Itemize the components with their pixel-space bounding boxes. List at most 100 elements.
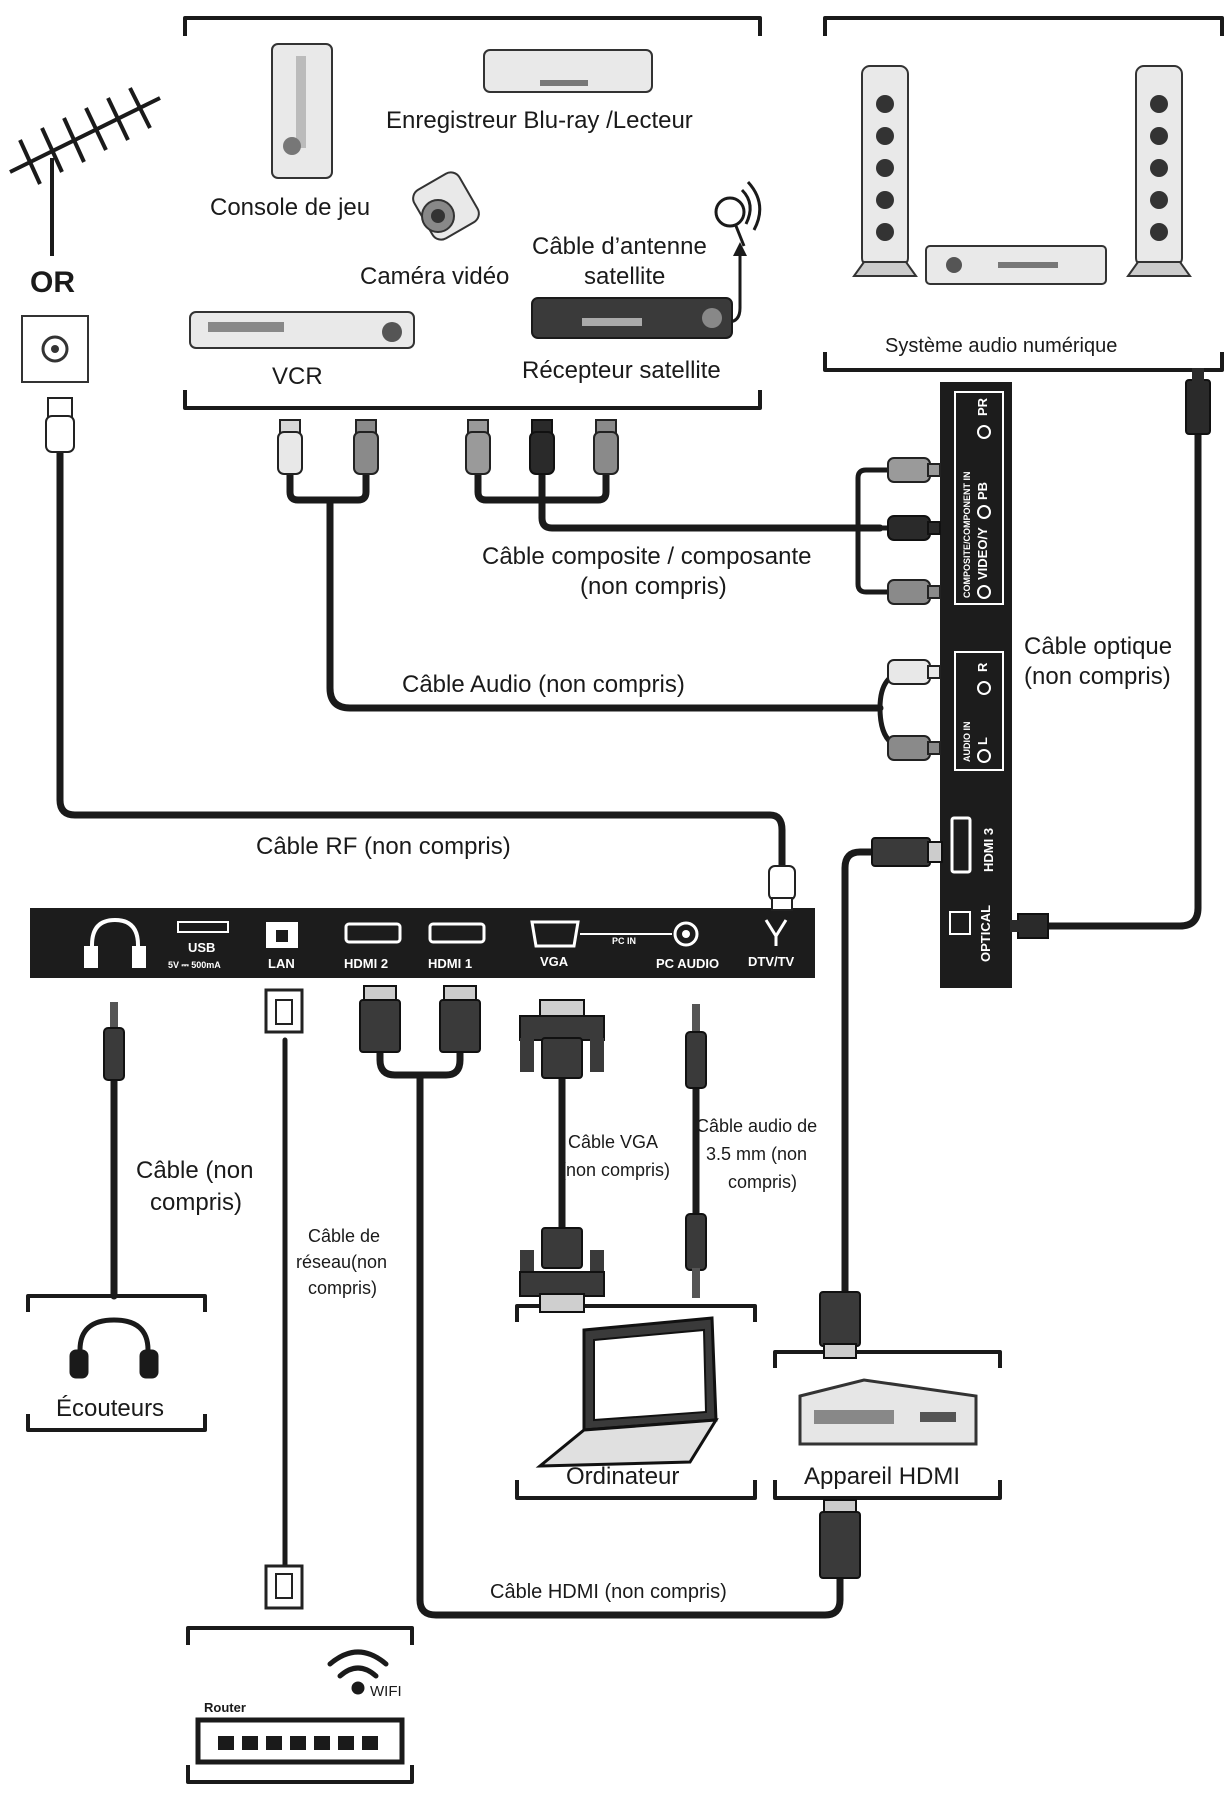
blu-ray-icon (483, 49, 653, 93)
audio35-cable-label-line2: 3.5 mm (non (706, 1144, 807, 1164)
usb-label: USB (188, 940, 215, 955)
optical-cable-label-line2: (non compris) (1024, 663, 1171, 690)
pr-jack[interactable] (977, 425, 991, 439)
lan-plug-bottom (264, 1564, 304, 1610)
pb-label: PB (975, 482, 990, 500)
component-ports-frame (954, 391, 1004, 605)
rca-plug-r-side (887, 659, 941, 685)
hdmi-plug-device-bottom (819, 1499, 861, 1579)
audio-l-jack[interactable] (977, 749, 991, 763)
router-icon (195, 1717, 405, 1765)
video-y-label: VIDEO/Y (975, 527, 990, 580)
panel-headphone-icon (84, 917, 146, 968)
audio-receiver-icon (925, 245, 1107, 285)
vga-label: VGA (540, 954, 569, 969)
source-devices-bracket-top (183, 16, 762, 36)
pb-jack[interactable] (977, 505, 991, 519)
hdmi3-cable (841, 848, 884, 1306)
optical-cable-label-line1: Câble optique (1024, 633, 1172, 660)
hdmi2-port[interactable] (344, 922, 402, 944)
vcr-icon (189, 311, 415, 349)
rca-plug-pr-side (887, 457, 941, 483)
headphones-icon (69, 1317, 159, 1379)
optical-plug-side (1010, 913, 1049, 939)
video-y-jack[interactable] (977, 585, 991, 599)
computer-bracket-top (515, 1304, 757, 1322)
audio-r-jack[interactable] (977, 681, 991, 695)
video-camera-label: Caméra vidéo (360, 263, 509, 290)
composite-cable-label-line1: Câble composite / composante (482, 543, 812, 570)
rf-plug-tv (768, 865, 796, 911)
network-cable-label-line2: réseau(non (296, 1252, 387, 1272)
vga-port[interactable] (530, 920, 580, 948)
audio35-cable-label-line3: compris) (728, 1172, 797, 1192)
headphone-cable-label-line1: Câble (non (136, 1157, 253, 1184)
pc-audio-jack[interactable] (673, 921, 699, 947)
laptop-icon (535, 1316, 719, 1468)
hdmi2-label: HDMI 2 (344, 956, 388, 971)
rca-plug-grey-2 (593, 419, 619, 475)
antenna-icon (9, 87, 161, 256)
audio-system-bracket-top (823, 16, 1224, 36)
pc-in-label: PC IN (612, 936, 636, 946)
audio-cable-label: Câble Audio (non compris) (402, 671, 685, 698)
hdmi-plug-side (871, 837, 943, 867)
hdmi-cable-label: Câble HDMI (non compris) (490, 1581, 727, 1603)
vga-plug-top (519, 999, 605, 1079)
audio-system-label: Système audio numérique (885, 335, 1117, 357)
sat-receiver-label: Récepteur satellite (522, 357, 721, 384)
headphones-bracket-bottom (26, 1414, 207, 1432)
rca-plug-l-side (887, 735, 941, 761)
hdmi-device-label: Appareil HDMI (804, 1463, 960, 1490)
lan-label: LAN (268, 956, 295, 971)
pr-label: PR (975, 397, 990, 416)
antenna-socket-hole (41, 335, 69, 363)
audio-cable (286, 466, 884, 712)
computer-label: Ordinateur (566, 1463, 679, 1490)
composite-cable-label-line2: (non compris) (580, 573, 727, 600)
usb-port[interactable] (177, 921, 229, 933)
composite-cable (474, 468, 884, 532)
rca-plug-white-vcr (277, 419, 303, 475)
optical-label: OPTICAL (978, 905, 993, 962)
hdmi3-port[interactable] (950, 816, 972, 874)
composite-cable-split (855, 467, 895, 595)
tv-side-panel (940, 382, 1012, 988)
optical-plug-top (1185, 368, 1211, 435)
video-camera-icon (412, 171, 480, 241)
rf-plug-antenna (45, 397, 75, 453)
rca-plug-black (529, 419, 555, 475)
lan-port-notch (276, 930, 288, 942)
audio-r-label: R (975, 662, 990, 672)
audio-in-label: AUDIO IN (962, 722, 972, 763)
wifi-label: WIFI (370, 1683, 402, 1700)
optical-port[interactable] (949, 911, 971, 935)
rca-plug-grey-1 (465, 419, 491, 475)
optical-cable (1036, 426, 1202, 930)
antenna-socket-pin (51, 345, 59, 353)
pc-audio-label: PC AUDIO (656, 956, 719, 971)
hdmi1-port[interactable] (428, 922, 486, 944)
dtv-label: DTV/TV (748, 954, 795, 969)
jack-plug-pc-bottom (685, 1213, 707, 1298)
pc-audio-jack-core (682, 930, 690, 938)
audio-in-ports-frame (954, 651, 1004, 771)
hdmi3-label: HDMI 3 (981, 828, 996, 872)
audio-system-bracket-bottom (823, 352, 1224, 372)
network-cable-label-line3: compris) (308, 1278, 377, 1298)
tv-bottom-panel (30, 908, 815, 978)
wifi-icon (327, 1649, 389, 1695)
hdmi-cable (376, 1046, 844, 1619)
audio35-cable-label-line1: Câble audio de (696, 1116, 817, 1136)
vcr-label: VCR (272, 363, 323, 390)
rca-plug-pb-side (887, 515, 941, 541)
audio-l-label: L (975, 737, 990, 745)
blu-ray-label: Enregistreur Blu-ray /Lecteur (386, 107, 693, 134)
vga-plug-bottom (519, 1227, 605, 1313)
rf-cable (56, 446, 786, 876)
sat-signal-arrow-head (733, 242, 747, 256)
network-cable-label-line1: Câble de (308, 1226, 380, 1246)
sat-antenna-label-line1: Câble d’antenne (532, 233, 707, 260)
